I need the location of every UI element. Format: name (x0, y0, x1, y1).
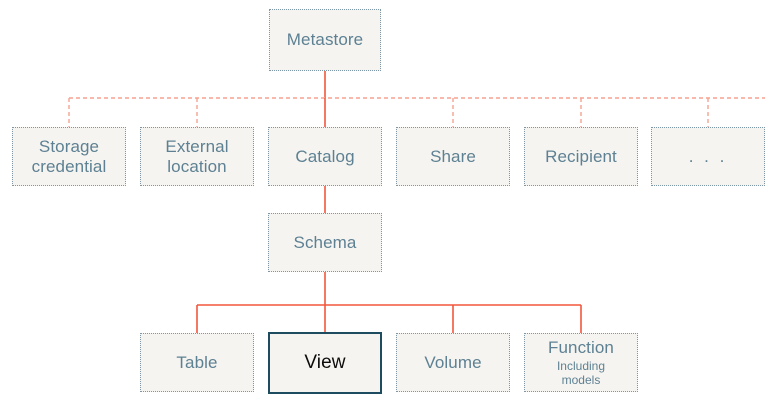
node-storage-credential[interactable]: Storage credential (12, 127, 126, 186)
node-view[interactable]: View (268, 332, 382, 394)
node-label-recipient: Recipient (545, 146, 617, 166)
node-label-external-location: External location (165, 137, 229, 176)
node-label-metastore: Metastore (286, 30, 364, 50)
node-label-volume: Volume (424, 352, 482, 372)
node-schema[interactable]: Schema (268, 213, 382, 272)
node-volume[interactable]: Volume (396, 333, 510, 392)
node-catalog[interactable]: Catalog (268, 127, 382, 186)
node-sublabel-function: Including models (556, 358, 606, 387)
node-label-view: View (304, 352, 346, 374)
node-share[interactable]: Share (396, 127, 510, 186)
node-label-share: Share (430, 146, 476, 166)
node-label-more: . . . (688, 146, 728, 166)
node-recipient[interactable]: Recipient (524, 127, 638, 186)
node-more[interactable]: . . . (651, 127, 765, 186)
node-label-catalog: Catalog (295, 146, 355, 166)
node-label-function: Function (547, 338, 614, 358)
node-label-schema: Schema (293, 232, 357, 252)
node-table[interactable]: Table (140, 333, 254, 392)
node-metastore[interactable]: Metastore (269, 9, 381, 71)
node-label-storage-credential: Storage credential (31, 137, 107, 176)
node-external-location[interactable]: External location (140, 127, 254, 186)
node-label-table: Table (176, 352, 218, 372)
